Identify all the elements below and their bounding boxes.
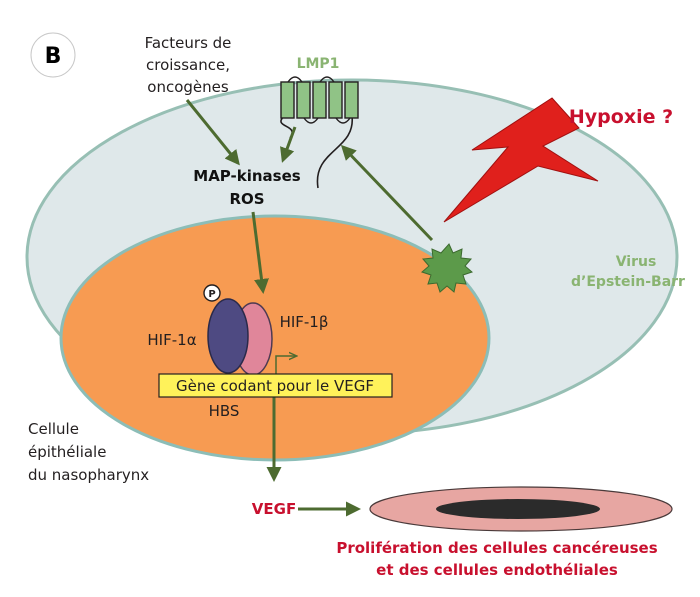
arrow-growth-to-mapk	[185, 99, 240, 166]
hif1a-label: HIF-1α	[147, 331, 196, 349]
hif1a-subunit	[207, 298, 249, 374]
vegf-label: VEGF	[252, 500, 296, 518]
vessel-lumen	[436, 499, 600, 519]
map-kinases-label: MAP-kinases	[193, 167, 301, 185]
proliferation-label: Prolifération des cellules cancéreuses e…	[336, 539, 657, 579]
phosphate-icon	[203, 284, 221, 302]
svg-text:et des cellules endothéliales: et des cellules endothéliales	[376, 561, 618, 579]
svg-text:d’Epstein-Barr: d’Epstein-Barr	[571, 274, 685, 290]
hypoxia-label: Hypoxie ?	[569, 106, 673, 128]
panel-label: B	[30, 32, 76, 78]
epstein-barr-virus-icon	[421, 243, 473, 293]
svg-text:Facteurs de: Facteurs de	[145, 34, 232, 52]
hif1b-label: HIF-1β	[280, 313, 329, 331]
svg-text:oncogènes: oncogènes	[147, 78, 229, 96]
svg-text:Virus: Virus	[616, 254, 657, 270]
vegf-gene-box	[158, 373, 393, 398]
ros-label: ROS	[229, 190, 264, 208]
hypoxia-lightning-icon	[443, 97, 599, 223]
svg-text:Prolifération des cellules can: Prolifération des cellules cancéreuses	[336, 539, 657, 557]
svg-text:épithéliale: épithéliale	[28, 443, 106, 461]
svg-text:croissance,: croissance,	[146, 56, 230, 74]
lmp1-label: LMP1	[297, 56, 340, 72]
vegf-gene-label: Gène codant pour le VEGF	[176, 377, 374, 395]
virus-label: Virus d’Epstein-Barr	[571, 254, 685, 290]
arrow-ros-to-hif	[251, 211, 269, 294]
transcription-start-arrow-icon	[275, 356, 296, 374]
arrow-virus-to-lmp1	[340, 144, 434, 242]
arrow-lmp1-to-mapk	[280, 126, 297, 163]
cell-label: Cellule épithéliale du nasopharynx	[28, 420, 149, 484]
lmp1-protein	[280, 76, 359, 189]
growth-factors-label: Facteurs de croissance, oncogènes	[145, 34, 232, 96]
svg-text:B: B	[45, 44, 62, 69]
hbs-label: HBS	[209, 402, 240, 420]
svg-text:Cellule: Cellule	[28, 420, 79, 438]
phosphate-label: P	[208, 289, 215, 300]
svg-text:du nasopharynx: du nasopharynx	[28, 466, 149, 484]
